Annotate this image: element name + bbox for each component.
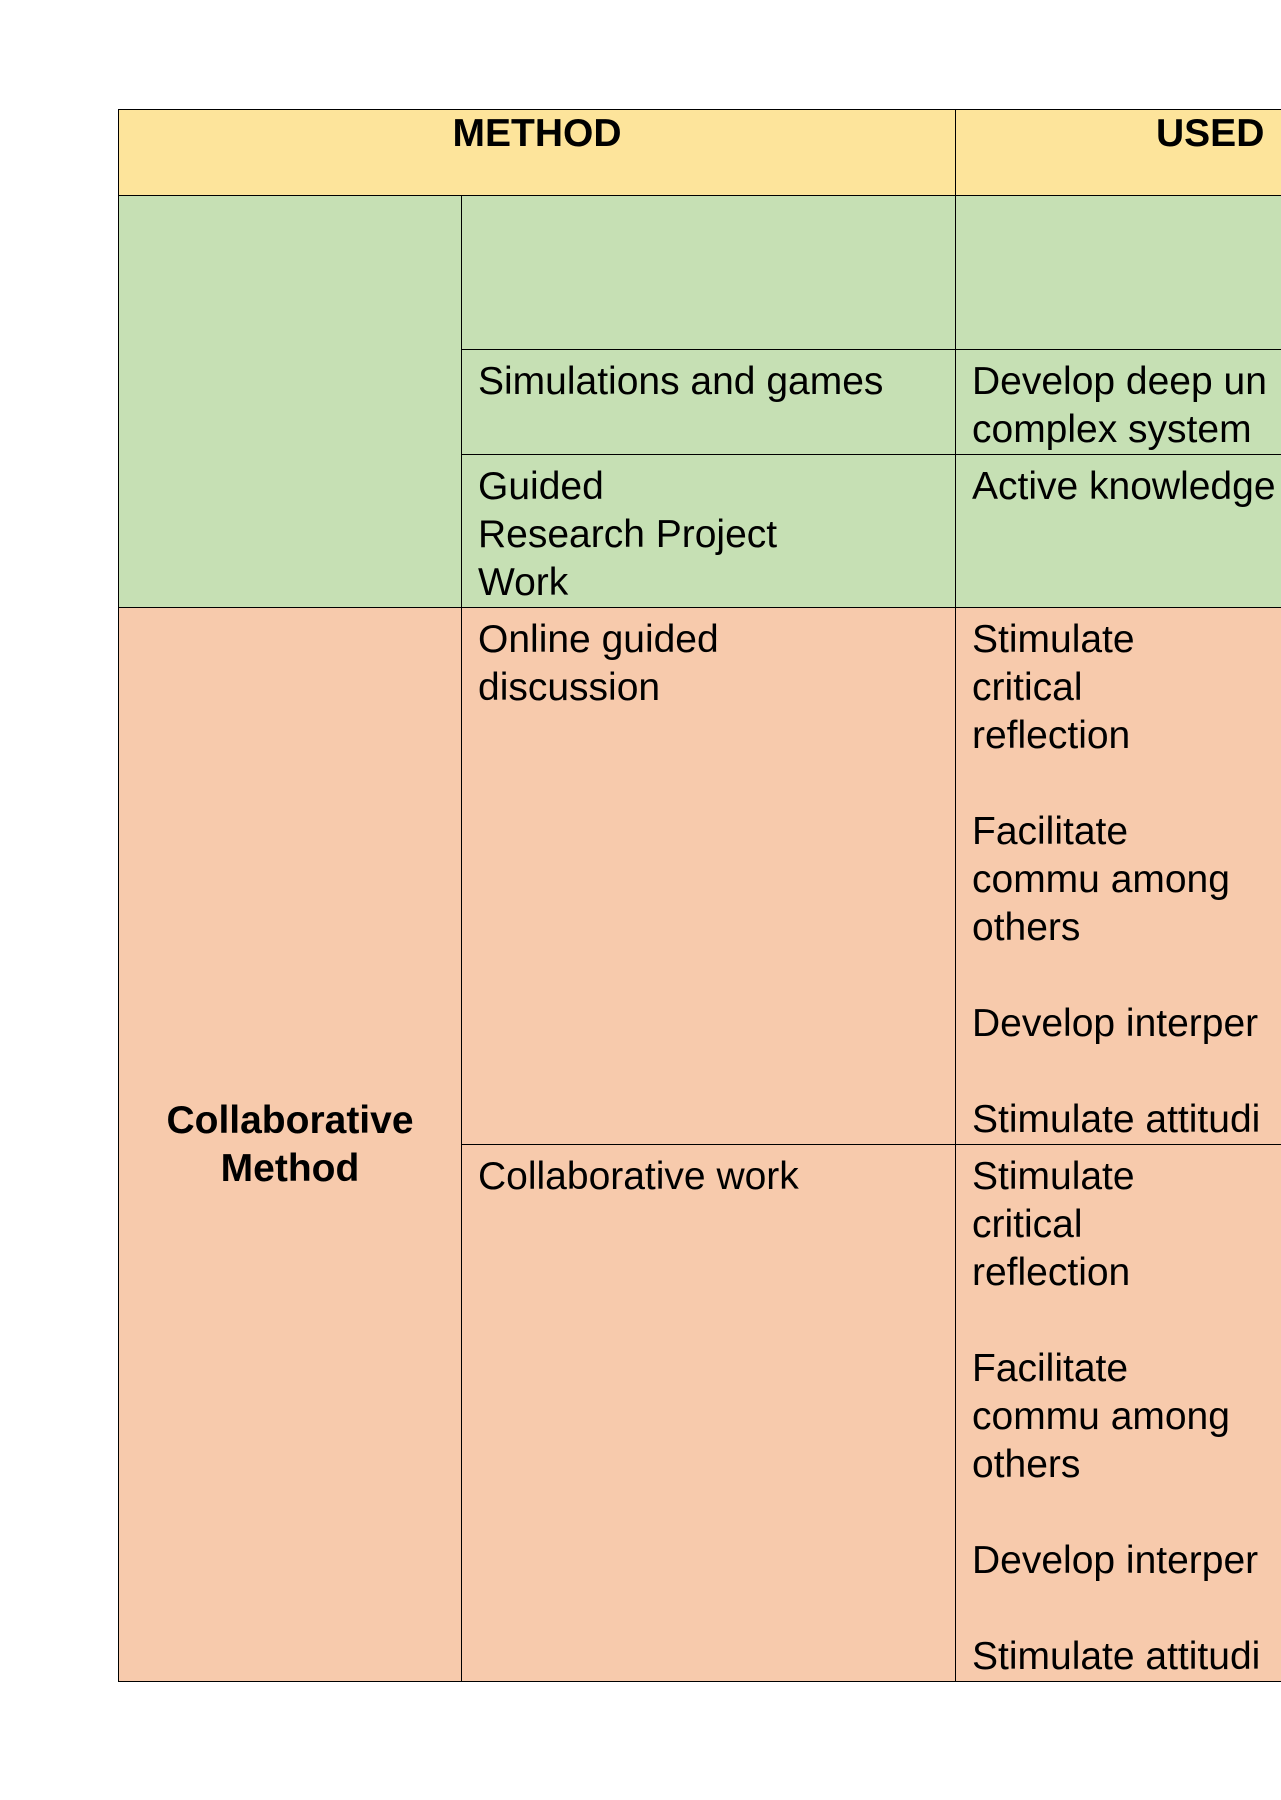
table-row: Collaborative Method Online guided discu…: [118, 607, 1281, 1682]
use-item: Stimulate attitudi: [972, 1098, 1261, 1141]
technique-label: [462, 196, 955, 204]
technique-label: Collaborative work: [478, 1155, 799, 1198]
technique-label: Guided Research Project Work: [478, 465, 778, 604]
technique-cell: Collaborative work: [461, 1144, 956, 1682]
header-row: METHOD USED: [118, 109, 1281, 196]
uses-cell: Active knowledge: [955, 454, 1281, 608]
technique-label: Simulations and games: [478, 360, 884, 403]
use-line: complex system: [972, 408, 1252, 451]
category-label: Collaborative Method: [166, 1098, 414, 1190]
header-used: USED: [955, 109, 1281, 196]
uses-cell: Stimulate critical reflection Facilitate…: [955, 1144, 1281, 1682]
use-line: Active knowledge: [972, 465, 1276, 508]
use-item: Facilitate commu among others: [972, 1347, 1230, 1486]
methods-table: METHOD USED Simulations and games Develo…: [118, 109, 1281, 1682]
use-item: Facilitate commu among others: [972, 810, 1230, 949]
use-line: Develop deep un: [972, 360, 1267, 403]
use-item: Develop interper: [972, 1539, 1259, 1582]
header-method: METHOD: [118, 109, 956, 196]
technique-cell: [461, 195, 956, 350]
uses-cell: Develop deep un complex system: [955, 349, 1281, 455]
technique-cell: Online guided discussion: [461, 607, 956, 1145]
use-item: Stimulate critical reflection: [972, 618, 1135, 757]
table-row: [118, 195, 1281, 608]
uses-cell: Stimulate critical reflection Facilitate…: [955, 607, 1281, 1145]
use-item: Develop interper: [972, 1002, 1259, 1045]
use-item: Stimulate critical reflection: [972, 1155, 1135, 1294]
category-cell-collaborative: Collaborative Method: [118, 607, 462, 1682]
technique-label: Online guided discussion: [478, 618, 719, 709]
uses-cell: [955, 195, 1281, 350]
table-row: Simulations and games Develop deep un co…: [118, 349, 1281, 455]
technique-cell: Simulations and games: [461, 349, 956, 455]
category-cell-group1: [118, 195, 462, 608]
technique-cell: Guided Research Project Work: [461, 454, 956, 608]
use-item: Stimulate attitudi: [972, 1635, 1261, 1678]
